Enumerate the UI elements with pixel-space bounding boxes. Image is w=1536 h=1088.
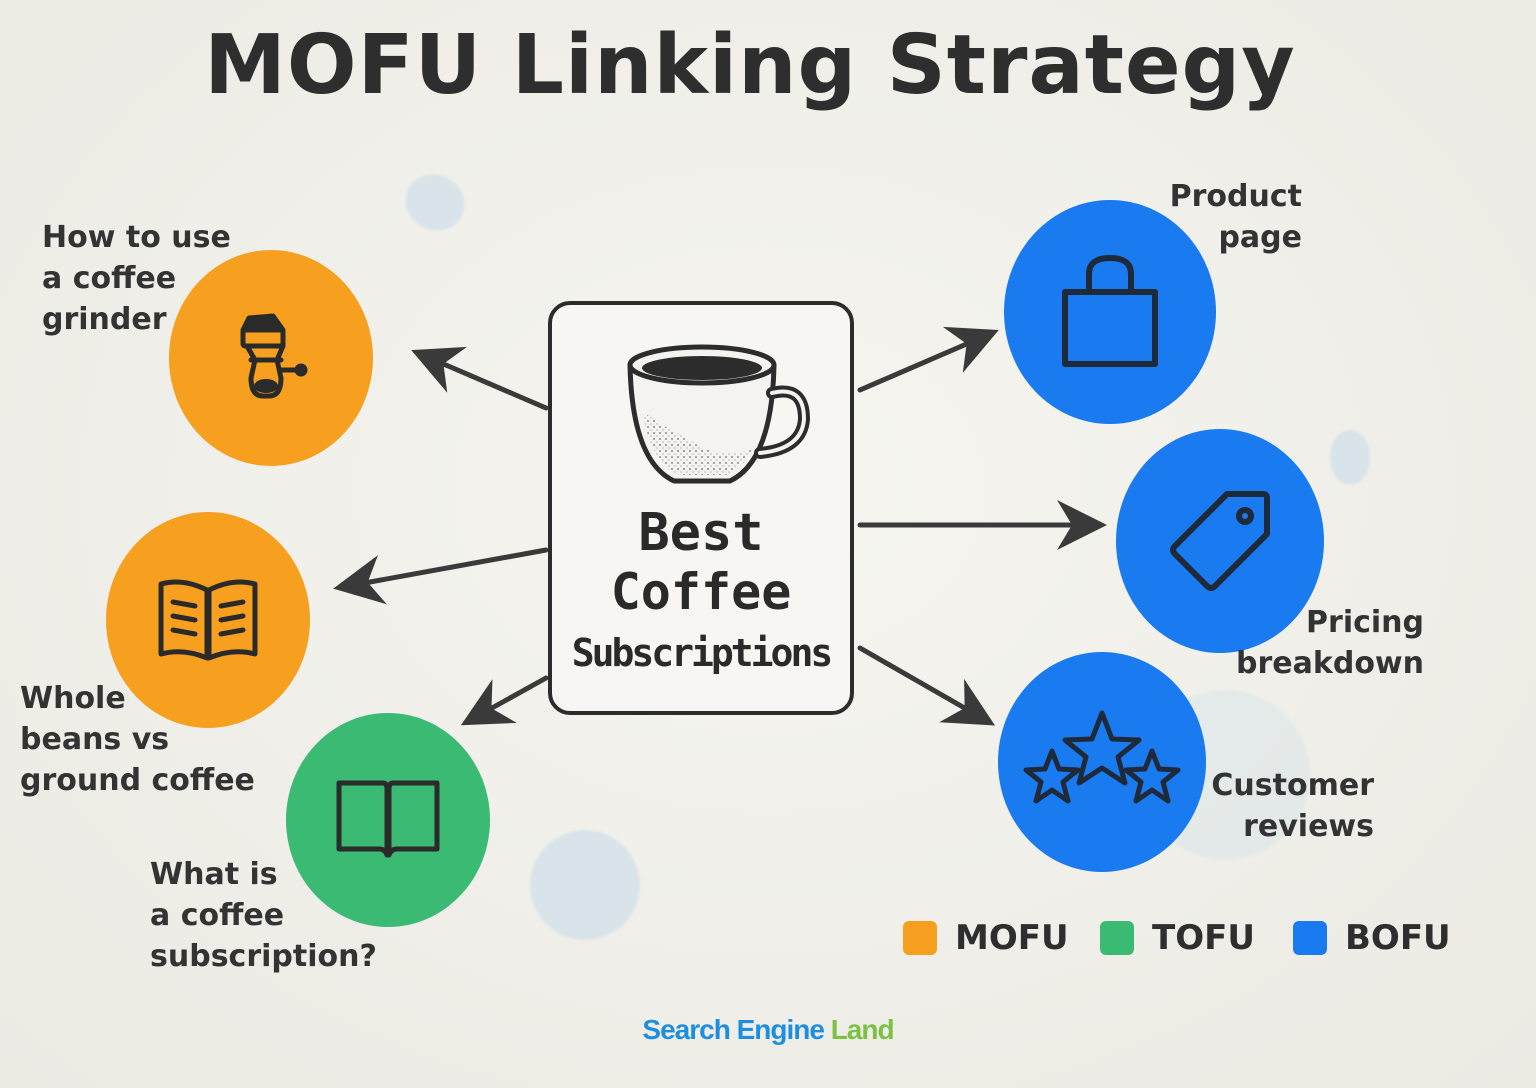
price-tag-icon bbox=[1170, 491, 1270, 591]
arrow-to-reviews bbox=[857, 645, 996, 726]
legend-tofu-label: TOFU bbox=[1152, 918, 1255, 958]
node-subscription-circle[interactable] bbox=[286, 713, 490, 927]
background-blob bbox=[1330, 430, 1370, 485]
node-beans-circle[interactable] bbox=[106, 512, 310, 728]
node-reviews-label-line1: Customer bbox=[1211, 768, 1374, 803]
center-topic-card: Best Coffee Subscriptions bbox=[548, 301, 854, 715]
node-product-label: Product page bbox=[1100, 176, 1302, 258]
legend-tofu: TOFU bbox=[1100, 918, 1255, 958]
node-subscription-label: What is a coffee subscription? bbox=[150, 854, 377, 977]
node-pricing-label-line2: breakdown bbox=[1236, 646, 1424, 681]
node-pricing-label: Pricing breakdown bbox=[1180, 602, 1424, 684]
shopping-bag-icon bbox=[1062, 255, 1158, 367]
stars-icon bbox=[1023, 710, 1181, 804]
node-beans-label: Whole beans vs ground coffee bbox=[20, 678, 255, 801]
background-blob bbox=[530, 830, 640, 940]
node-product-circle[interactable] bbox=[1004, 200, 1216, 424]
open-book-lines-icon bbox=[158, 579, 258, 661]
node-product-label-line2: page bbox=[1218, 220, 1302, 255]
node-beans-label-line2: beans vs bbox=[20, 722, 170, 757]
node-subscription-label-line1: What is bbox=[150, 857, 278, 892]
node-beans-label-line1: Whole bbox=[20, 681, 126, 716]
legend-bofu: BOFU bbox=[1293, 918, 1451, 958]
coffee-grinder-icon bbox=[240, 313, 308, 399]
node-grinder-circle[interactable] bbox=[169, 250, 373, 466]
node-reviews-label-line2: reviews bbox=[1243, 809, 1374, 844]
legend-tofu-swatch bbox=[1100, 921, 1134, 955]
legend-bofu-label: BOFU bbox=[1345, 918, 1451, 958]
center-title-line3: Subscriptions bbox=[571, 631, 833, 675]
node-grinder-label-line3: grinder bbox=[42, 302, 167, 337]
legend-bofu-swatch bbox=[1293, 921, 1327, 955]
node-grinder-label-line1: How to use bbox=[42, 220, 231, 255]
node-pricing-label-line1: Pricing bbox=[1306, 605, 1424, 640]
node-beans-label-line3: ground coffee bbox=[20, 763, 255, 798]
node-reviews-label: Customer reviews bbox=[1170, 765, 1374, 847]
brand-logo: Search Engine Land bbox=[0, 1014, 1536, 1046]
page-title: MOFU Linking Strategy bbox=[204, 18, 1296, 113]
node-product-label-line1: Product bbox=[1169, 179, 1302, 214]
coffee-cup-icon bbox=[627, 344, 811, 484]
open-book-icon bbox=[336, 780, 440, 858]
node-subscription-label-line2: a coffee bbox=[150, 898, 285, 933]
arrow-to-grinder bbox=[411, 346, 549, 411]
node-grinder-label-line2: a coffee bbox=[42, 261, 177, 296]
legend-mofu-label: MOFU bbox=[955, 918, 1069, 958]
arrow-to-product bbox=[857, 326, 999, 393]
node-pricing-circle[interactable] bbox=[1116, 429, 1324, 653]
arrow-to-subscription bbox=[460, 675, 549, 726]
node-reviews-circle[interactable] bbox=[998, 652, 1206, 872]
node-grinder-label: How to use a coffee grinder bbox=[42, 217, 231, 340]
arrow-to-beans bbox=[333, 547, 549, 605]
legend-mofu-swatch bbox=[903, 921, 937, 955]
brand-logo-part2: Land bbox=[830, 1014, 895, 1045]
node-subscription-label-line3: subscription? bbox=[150, 939, 377, 974]
legend-mofu: MOFU bbox=[903, 918, 1069, 958]
center-title-line1: Best bbox=[638, 503, 764, 563]
center-title-line2: Coffee bbox=[610, 563, 792, 621]
brand-logo-part1: Search Engine bbox=[642, 1014, 825, 1045]
